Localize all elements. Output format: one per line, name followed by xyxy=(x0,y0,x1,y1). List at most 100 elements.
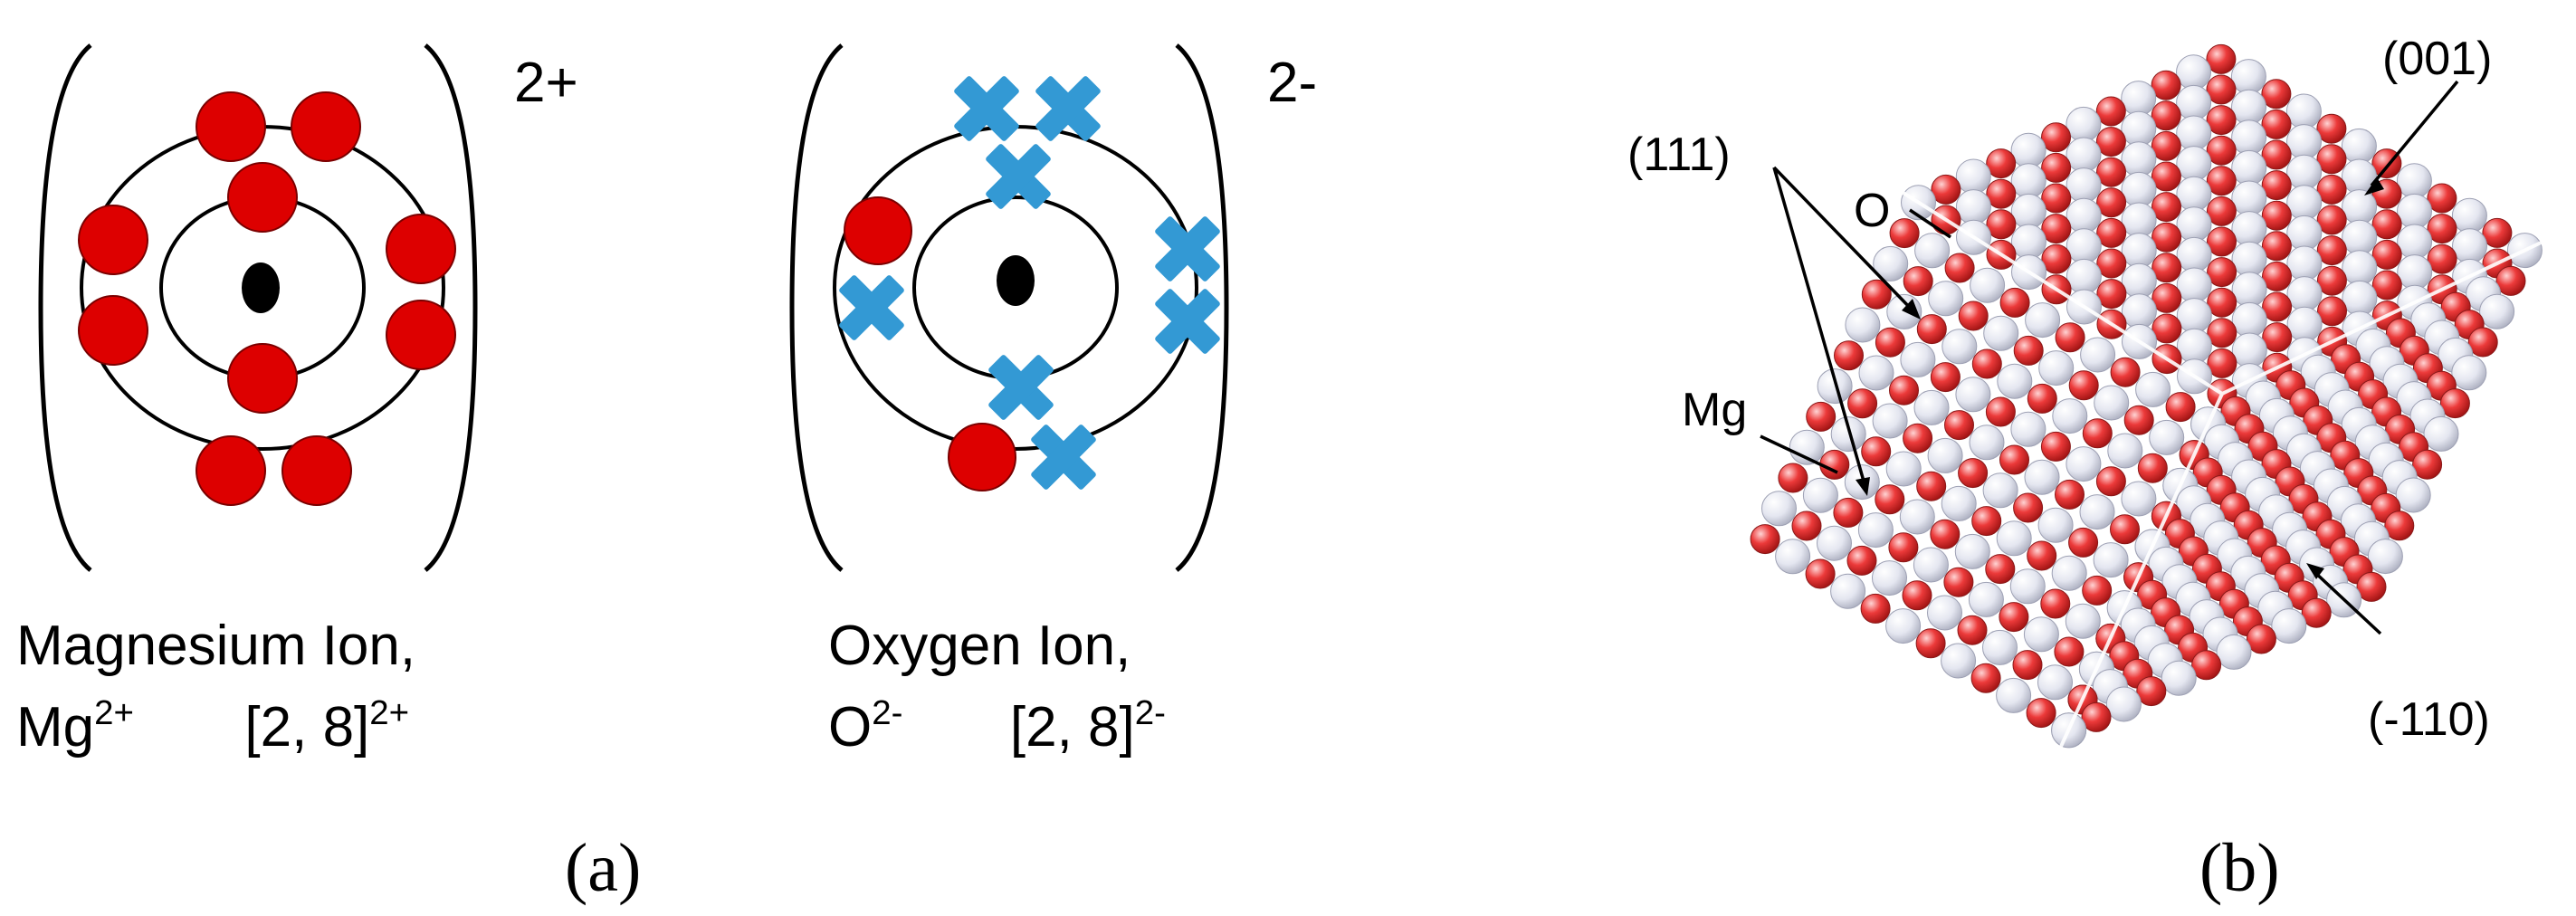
oxygen-atom xyxy=(1944,410,1974,441)
oxygen-atom xyxy=(1930,362,1961,393)
magnesium-atom xyxy=(2094,385,2130,421)
magnesium-atom xyxy=(1968,581,2004,617)
magnesium-atom xyxy=(1955,377,1991,413)
oxygen-atom xyxy=(2317,296,2347,327)
oxygen-atom xyxy=(2082,418,2113,449)
oxygen-atom xyxy=(1986,148,2017,179)
magnesium-atom xyxy=(1775,539,1811,575)
magnesium-atom xyxy=(2121,171,2157,207)
magnesium-atom xyxy=(2066,137,2102,173)
magnesium-atom xyxy=(2342,189,2378,225)
oxygen-atom xyxy=(2371,270,2402,301)
magnesium-atom xyxy=(2079,494,2115,530)
mg-ion-formula: Mg2+ [2, 8]2+ xyxy=(16,693,409,759)
magnesium-atom xyxy=(2231,119,2267,156)
o-ion-formula: O2- [2, 8]2- xyxy=(828,693,1166,759)
electron xyxy=(386,300,456,370)
magnesium-atom xyxy=(2286,124,2322,160)
oxygen-atom xyxy=(2316,144,2347,175)
o-electrons xyxy=(837,74,1222,491)
oxygen-atom xyxy=(2040,431,2071,462)
oxygen-atom xyxy=(1750,524,1780,555)
oxygen-atom xyxy=(2151,282,2182,313)
magnesium-atom xyxy=(1955,189,1991,225)
magnesium-atom xyxy=(2023,616,2059,653)
oxygen-atom xyxy=(2206,196,2237,226)
magnesium-atom xyxy=(1830,573,1866,609)
oxygen-atom xyxy=(2207,257,2237,288)
magnesium-atom xyxy=(2066,106,2102,142)
o-symbol-charge: 2- xyxy=(872,693,903,733)
oxygen-atom xyxy=(1943,567,1974,597)
oxygen-atom xyxy=(2371,209,2402,240)
magnesium-atom xyxy=(2396,163,2432,199)
o-nucleus xyxy=(997,255,1035,306)
oxygen-atom xyxy=(1944,253,1975,283)
magnesium-atom xyxy=(2342,250,2378,286)
oxygen-atom xyxy=(2261,200,2292,231)
mg-ion-charge: 2+ xyxy=(514,52,578,114)
magnesium-atom xyxy=(1997,363,2033,399)
magnesium-atom xyxy=(2271,608,2307,644)
o-config-charge: 2- xyxy=(1134,693,1166,733)
magnesium-atom xyxy=(2231,301,2267,338)
oxygen-atom xyxy=(2301,597,2332,628)
oxygen-atom xyxy=(1985,396,2016,427)
oxygen-atom xyxy=(2151,130,2181,161)
oxygen-atom xyxy=(2110,514,2140,545)
oxygen-atom xyxy=(1915,628,1946,659)
magnesium-atom xyxy=(1983,315,2019,351)
magnesium-atom xyxy=(2231,180,2267,216)
leader-110 xyxy=(2311,568,2382,635)
magnesium-atom xyxy=(1802,477,1838,513)
oxygen-atom xyxy=(2096,187,2127,218)
oxygen-atom xyxy=(2439,388,2470,419)
oxygen-atom xyxy=(1834,340,1864,371)
oxygen-atom xyxy=(1986,178,2017,209)
oxygen-atom xyxy=(1958,301,1989,331)
oxygen-atom xyxy=(2013,492,2044,523)
oxygen-atom xyxy=(2095,466,2126,497)
oxygen-atom xyxy=(2262,322,2293,353)
mg-config: [2, 8] xyxy=(244,696,370,759)
oxygen-atom xyxy=(1903,423,1933,453)
magnesium-atom xyxy=(2052,398,2088,434)
oxygen-atom xyxy=(2207,226,2237,257)
magnesium-atom xyxy=(2121,81,2157,117)
edge-top-right xyxy=(2221,235,2553,396)
oxygen-atom xyxy=(2151,313,2182,344)
oxygen-atom xyxy=(2316,174,2347,205)
magnesium-atom xyxy=(2107,433,2143,469)
magnesium-atom xyxy=(2037,507,2074,543)
magnesium-atom xyxy=(2121,262,2157,299)
magnesium-atom xyxy=(2121,481,2157,517)
oxygen-atom xyxy=(2081,701,2112,732)
oxygen-atom xyxy=(2261,139,2292,170)
magnesium-atom xyxy=(2176,236,2212,272)
magnesium-atom xyxy=(1913,389,1950,425)
label-atom-mg: Mg xyxy=(1682,384,1747,436)
magnesium-atom xyxy=(1914,233,1951,269)
mg-nucleus xyxy=(242,262,280,313)
electron xyxy=(196,435,266,506)
oxygen-atom xyxy=(2316,235,2347,266)
oxygen-atom xyxy=(2207,318,2237,348)
magnesium-atom xyxy=(2066,167,2102,204)
oxygen-atom xyxy=(2095,96,2126,127)
arrowhead-110 xyxy=(2306,563,2324,579)
magnesium-atom xyxy=(2216,634,2252,670)
magnesium-atom xyxy=(1928,281,1964,317)
oxygen-atom xyxy=(2151,222,2182,253)
magnesium-atom xyxy=(1857,512,1894,549)
magnesium-atom xyxy=(1872,560,1907,596)
oxygen-atom xyxy=(2040,588,2071,619)
magnesium-atom xyxy=(2342,280,2378,316)
oxygen-atom xyxy=(2096,217,2127,248)
magnesium-atom xyxy=(2231,211,2267,247)
magnesium-atom xyxy=(2024,459,2060,495)
magnesium-atom xyxy=(2176,176,2212,212)
magnesium-atom xyxy=(1830,416,1866,453)
magnesium-atom xyxy=(2009,568,2046,605)
electron xyxy=(196,91,266,162)
caption-a: (a) xyxy=(565,830,641,906)
